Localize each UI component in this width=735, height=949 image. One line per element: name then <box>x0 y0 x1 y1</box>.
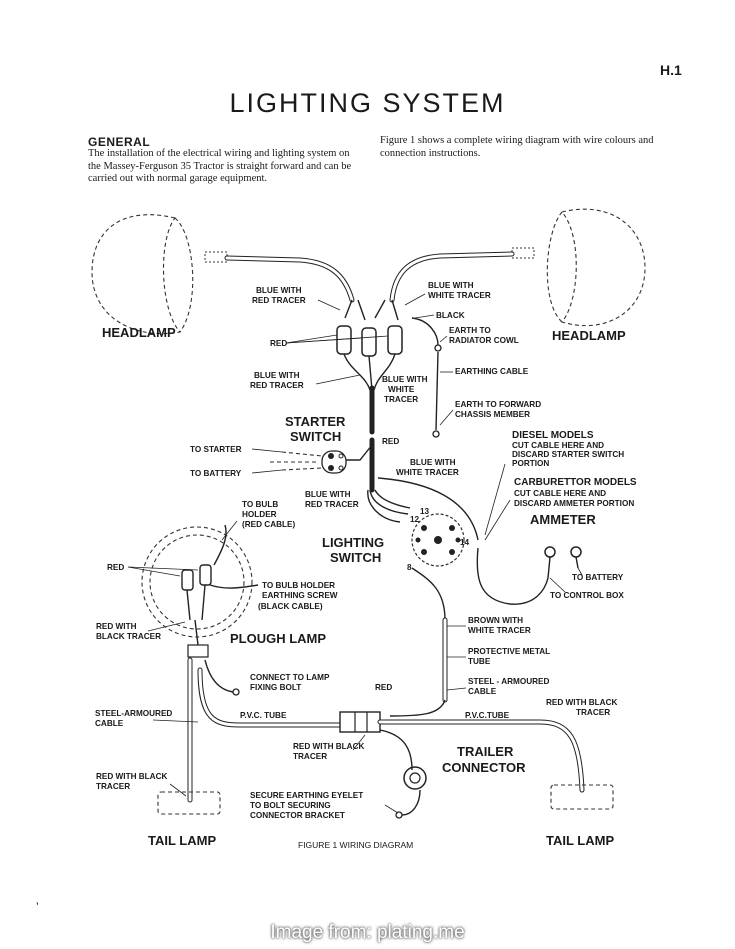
label-headlamp-left: HEADLAMP <box>102 325 176 340</box>
label-connect-lamp-1: CONNECT TO LAMP <box>250 673 330 682</box>
label-red-switch: RED <box>382 437 399 446</box>
label-blue-red-sw-2: RED TRACER <box>305 500 359 509</box>
label-terminal-8: 8 <box>407 563 412 572</box>
label-earth-forward-2: CHASSIS MEMBER <box>455 410 530 419</box>
label-bulb-earth-3: (BLACK CABLE) <box>258 602 323 611</box>
label-red-black-trailer-1: RED WITH BLACK <box>293 742 364 751</box>
label-starter-switch-2: SWITCH <box>290 429 341 444</box>
label-blue-white-mid-2: WHITE <box>388 385 415 394</box>
plough-lamp <box>141 524 259 658</box>
label-red-black-right-1: RED WITH BLACK <box>546 698 617 707</box>
label-lighting-switch-1: LIGHTING <box>322 535 384 550</box>
label-blue-white-sw-1: BLUE WITH <box>410 458 456 467</box>
label-red-black-left-2: TRACER <box>96 782 130 791</box>
watermark: Image from: plating.me <box>270 922 465 943</box>
page-title: LIGHTING SYSTEM <box>229 88 506 118</box>
label-black: BLACK <box>436 311 465 320</box>
label-red-plough: RED <box>107 563 124 572</box>
label-carb-2: CUT CABLE HERE AND <box>514 489 606 498</box>
label-brown-white-2: WHITE TRACER <box>468 626 531 635</box>
label-to-control-box: TO CONTROL BOX <box>550 591 624 600</box>
headlamp-right <box>389 208 646 327</box>
headlamp-left <box>91 214 355 335</box>
label-red-black-left-1: RED WITH BLACK <box>96 772 167 781</box>
label-secure-1: SECURE EARTHING EYELET <box>250 791 363 800</box>
general-heading: GENERAL <box>88 135 151 149</box>
label-blue-white-mid-1: BLUE WITH <box>382 375 428 384</box>
label-blue-white-top-1: BLUE WITH <box>428 281 474 290</box>
left-lamp-loom <box>157 657 343 815</box>
ammeter <box>476 546 582 605</box>
label-carb-1: CARBURETTOR MODELS <box>514 477 637 488</box>
label-carb-3: DISCARD AMMETER PORTION <box>514 499 634 508</box>
label-blue-red-sw-1: BLUE WITH <box>305 490 351 499</box>
label-bulb-earth-2: EARTHING SCREW <box>262 591 338 600</box>
label-earth-forward-1: EARTH TO FORWARD <box>455 400 541 409</box>
label-blue-red-top-2: RED TRACER <box>252 296 306 305</box>
label-earthing-cable: EARTHING CABLE <box>455 367 529 376</box>
figure-caption: FIGURE 1 WIRING DIAGRAM <box>298 840 413 850</box>
label-steel-armoured-l-2: CABLE <box>95 719 124 728</box>
page-code: H.1 <box>660 62 682 78</box>
label-diesel-1: DIESEL MODELS <box>512 430 594 441</box>
label-diesel-4: PORTION <box>512 459 549 468</box>
figure-intro-text: Figure 1 shows a complete wiring diagram… <box>380 135 654 159</box>
label-red-black-plough-2: BLACK TRACER <box>96 632 161 641</box>
label-red-black-trailer-2: TRACER <box>293 752 327 761</box>
main-loom <box>367 437 479 541</box>
label-blue-red-mid-1: BLUE WITH <box>254 371 300 380</box>
label-pvc-left: P.V.C. TUBE <box>240 711 287 720</box>
label-blue-white-top-2: WHITE TRACER <box>428 291 491 300</box>
label-blue-red-mid-2: RED TRACER <box>250 381 304 390</box>
label-blue-red-top-1: BLUE WITH <box>256 286 302 295</box>
label-to-starter: TO STARTER <box>190 445 242 454</box>
label-red-trailer: RED <box>375 683 392 692</box>
label-secure-3: CONNECTOR BRACKET <box>250 811 345 820</box>
general-text: The installation of the electrical wirin… <box>88 148 352 184</box>
starter-switch <box>270 444 373 474</box>
trailer-junction <box>339 617 614 819</box>
label-tail-lamp-right: TAIL LAMP <box>546 833 614 848</box>
label-earth-radiator-2: RADIATOR COWL <box>449 336 519 345</box>
label-pvc-right: P.V.C.TUBE <box>465 711 510 720</box>
label-to-battery-switch: TO BATTERY <box>190 469 242 478</box>
label-blue-white-sw-2: WHITE TRACER <box>396 468 459 477</box>
leader-lines <box>127 293 583 814</box>
footer-mark: ’ <box>36 900 39 914</box>
label-ammeter: AMMETER <box>530 512 596 527</box>
label-terminal-12: 12 <box>410 515 420 524</box>
label-lighting-switch-2: SWITCH <box>330 550 381 565</box>
label-connect-lamp-2: FIXING BOLT <box>250 683 301 692</box>
label-tail-lamp-left: TAIL LAMP <box>148 833 216 848</box>
label-terminal-14: 14 <box>460 538 470 547</box>
label-brown-white-1: BROWN WITH <box>468 616 523 625</box>
label-secure-2: TO BOLT SECURING <box>250 801 331 810</box>
label-bulb-holder-2: HOLDER <box>242 510 277 519</box>
label-steel-armoured-r-2: CABLE <box>468 687 497 696</box>
label-diesel-2: CUT CABLE HERE AND <box>512 441 604 450</box>
headlamp-junction <box>336 299 442 438</box>
label-earth-radiator-1: EARTH TO <box>449 326 491 335</box>
lighting-switch <box>411 513 465 621</box>
label-to-battery-ammeter: TO BATTERY <box>572 573 624 582</box>
label-headlamp-right: HEADLAMP <box>552 328 626 343</box>
label-bulb-earth-1: TO BULB HOLDER <box>262 581 335 590</box>
label-diesel-3: DISCARD STARTER SWITCH <box>512 450 624 459</box>
label-trailer-connector-2: CONNECTOR <box>442 760 526 775</box>
label-bulb-holder-1: TO BULB <box>242 500 278 509</box>
label-protective-2: TUBE <box>468 657 491 666</box>
label-red-black-plough-1: RED WITH <box>96 622 137 631</box>
label-trailer-connector-1: TRAILER <box>457 744 514 759</box>
label-red-head: RED <box>270 339 287 348</box>
label-terminal-13: 13 <box>420 507 430 516</box>
label-protective-1: PROTECTIVE METAL <box>468 647 550 656</box>
label-steel-armoured-r-1: STEEL - ARMOURED <box>468 677 550 686</box>
label-starter-switch-1: STARTER <box>285 414 346 429</box>
label-blue-white-mid-3: TRACER <box>384 395 418 404</box>
label-steel-armoured-l-1: STEEL-ARMOURED <box>95 709 172 718</box>
label-bulb-holder-3: (RED CABLE) <box>242 520 295 529</box>
label-red-black-right-2: TRACER <box>576 708 610 717</box>
label-plough-lamp: PLOUGH LAMP <box>230 631 326 646</box>
